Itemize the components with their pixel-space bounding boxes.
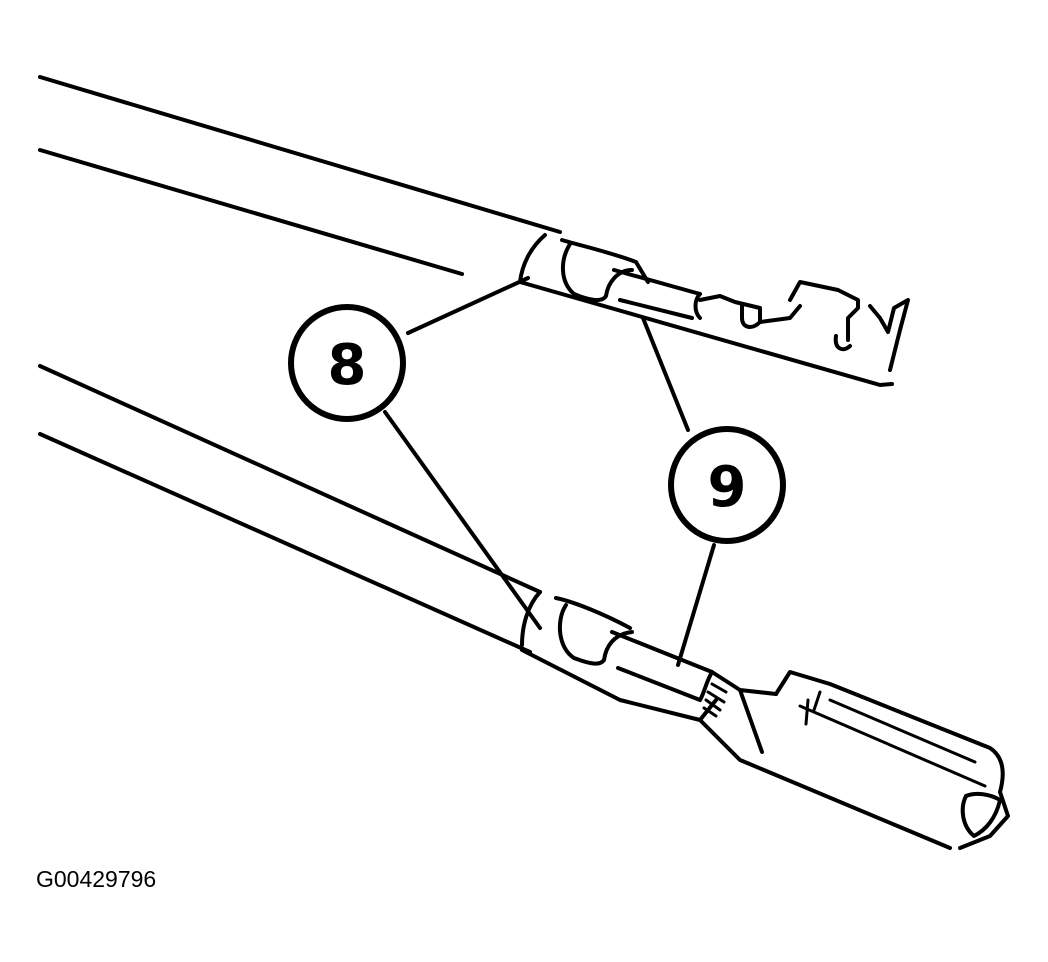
upper-wire-top-edge bbox=[38, 75, 562, 234]
lower-insulation-crimp bbox=[520, 590, 632, 647]
upper-terminal-bottom-edge bbox=[518, 280, 894, 387]
lower-spring-coil bbox=[702, 682, 728, 718]
upper-wire-bottom-edge bbox=[38, 148, 464, 276]
upper-wire-assembly bbox=[38, 75, 910, 387]
lower-crimp-wings bbox=[557, 603, 634, 666]
lower-crimp-barrel bbox=[610, 630, 714, 702]
callout-8: 8 bbox=[288, 304, 406, 422]
callout-9-label: 9 bbox=[708, 455, 747, 520]
lower-pin-grooves bbox=[798, 690, 987, 788]
lower-terminal-bottom-edge bbox=[520, 648, 952, 850]
leader-9-lower bbox=[676, 543, 716, 667]
leader-lines bbox=[383, 276, 716, 667]
lower-wire-top-edge bbox=[38, 364, 542, 594]
callout-8-label: 8 bbox=[328, 333, 367, 398]
lower-pin-tip bbox=[960, 791, 1002, 838]
lower-wire-bottom-edge bbox=[38, 432, 532, 654]
upper-contact-slot bbox=[758, 304, 852, 352]
callout-8-circle bbox=[288, 304, 406, 422]
lower-pin-body bbox=[774, 670, 1010, 850]
upper-contact-body bbox=[698, 280, 910, 372]
figure-id: G00429796 bbox=[36, 866, 157, 892]
callout-9-circle bbox=[668, 426, 786, 544]
leader-8-upper bbox=[406, 276, 530, 335]
leader-9-upper bbox=[641, 316, 690, 432]
upper-crimp-wings bbox=[561, 242, 634, 303]
callout-9: 9 bbox=[668, 426, 786, 544]
lower-wire-assembly bbox=[38, 364, 1010, 850]
upper-insulation-crimp bbox=[518, 233, 650, 284]
leader-8-lower bbox=[383, 410, 542, 630]
upper-crimp-barrel bbox=[612, 268, 702, 320]
